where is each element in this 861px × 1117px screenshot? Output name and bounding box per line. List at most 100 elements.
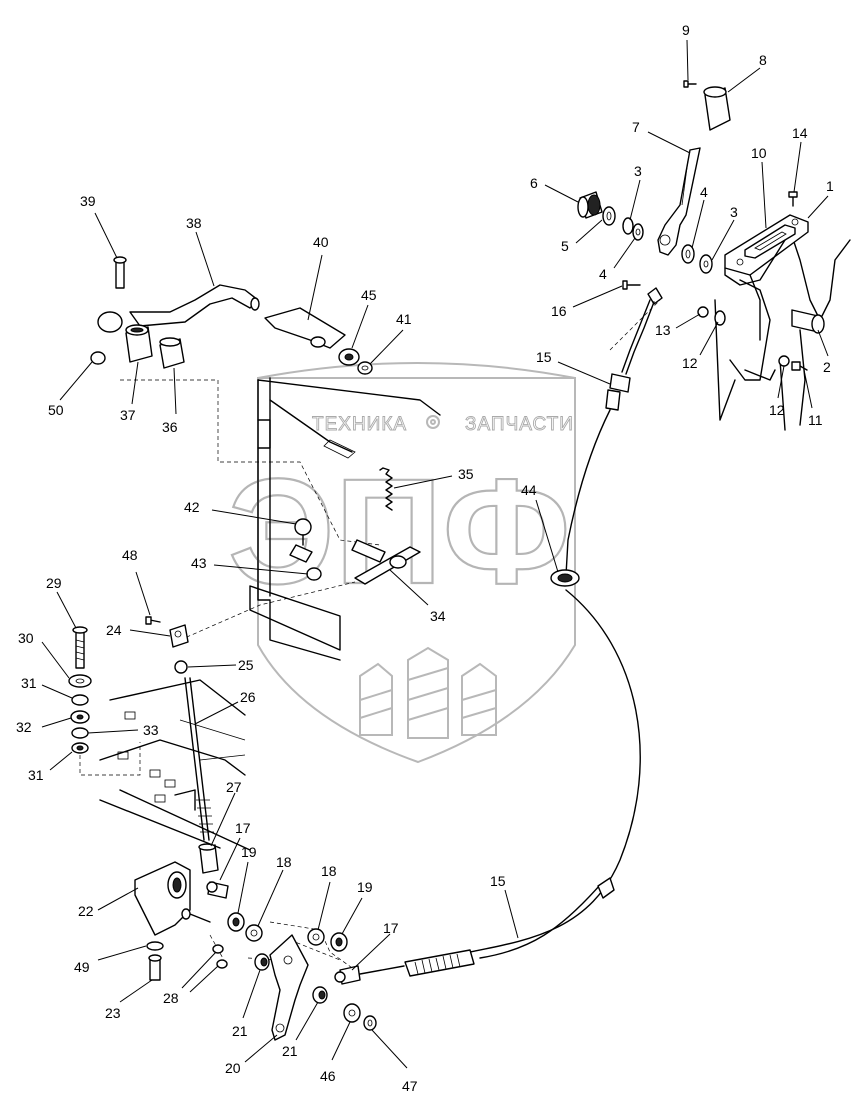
callout-23: 23	[105, 1005, 121, 1021]
callout-21a: 21	[232, 1023, 248, 1039]
leader-15b	[504, 889, 519, 939]
leader-27	[210, 792, 236, 847]
part-29-bolt	[72, 626, 88, 669]
callout-3a: 3	[634, 163, 642, 179]
part-19-nut-right	[330, 932, 348, 952]
callout-43: 43	[191, 555, 207, 571]
console-frame	[249, 377, 441, 661]
leader-49	[97, 945, 147, 961]
leader-31b	[49, 751, 73, 771]
part-12-washer-upper	[714, 310, 726, 326]
callout-41: 41	[396, 311, 412, 327]
callout-21b: 21	[282, 1043, 298, 1059]
leader-34	[389, 569, 429, 606]
callout-5: 5	[561, 238, 569, 254]
part-24-clevis	[169, 624, 189, 648]
part-7-shift-lever	[657, 147, 701, 256]
callout-12b: 12	[769, 402, 785, 418]
part-4-washer-right	[681, 244, 695, 264]
floor-plate	[99, 679, 251, 851]
part-25-nut	[174, 660, 188, 674]
callout-31a: 31	[21, 675, 37, 691]
callout-50: 50	[48, 402, 64, 418]
callout-28: 28	[163, 990, 179, 1006]
watermark-brand-right: ЗАПЧАСТИ	[465, 414, 574, 435]
leader-40	[307, 254, 323, 321]
callout-32: 32	[16, 719, 32, 735]
callout-17a: 17	[235, 820, 251, 836]
callout-25: 25	[238, 657, 254, 673]
callout-20: 20	[225, 1060, 241, 1076]
part-46-washer	[343, 1003, 361, 1023]
part-50-nut	[90, 351, 106, 365]
leader-48	[135, 571, 151, 616]
gear-icon	[426, 415, 440, 429]
callout-4a: 4	[599, 266, 607, 282]
part-39-bolt	[113, 256, 127, 289]
callout-37: 37	[120, 407, 136, 423]
part-38-lever-arm	[129, 284, 260, 327]
leader-47	[371, 1029, 408, 1069]
callout-30: 30	[18, 630, 34, 646]
part-33-nut	[71, 727, 89, 739]
part-37-bearing	[125, 324, 153, 363]
leader-44	[535, 499, 559, 573]
leader-30	[41, 641, 70, 679]
leader-25	[187, 664, 237, 668]
part-6-bush	[577, 191, 603, 219]
callout-49: 49	[74, 959, 90, 975]
part-15-cable-sheath	[469, 409, 641, 959]
callout-47: 47	[402, 1078, 418, 1094]
leader-50	[59, 361, 93, 401]
callout-8: 8	[759, 52, 767, 68]
leader-18a	[257, 869, 284, 927]
leader-20	[244, 1034, 278, 1063]
part-27-sleeve	[198, 843, 219, 874]
watermark-brand-left: ТЕХНИКА	[312, 414, 407, 435]
part-4-washer-left	[632, 223, 644, 241]
part-21-bush-right	[312, 986, 328, 1004]
leader-22	[97, 887, 139, 911]
part-15-cable-lower-end	[359, 949, 475, 977]
part-14-screw	[788, 191, 798, 207]
part-21-bush-left	[254, 953, 270, 971]
callout-42: 42	[184, 499, 200, 515]
leader-10	[761, 161, 767, 229]
callout-24: 24	[106, 622, 122, 638]
watermark: ЭПФ ТЕХНИКА ЗАПЧАСТИ	[227, 362, 576, 764]
leader-7	[647, 131, 691, 154]
callout-2: 2	[823, 359, 831, 375]
callout-19b: 19	[357, 879, 373, 895]
leader-15a	[557, 361, 611, 385]
leader-11	[803, 369, 813, 409]
part-30-washer	[68, 674, 92, 688]
part-32-nut	[70, 710, 90, 724]
leader-32	[41, 717, 72, 728]
callout-22: 22	[78, 903, 94, 919]
part-8-lever-knob	[703, 86, 731, 131]
leader-45	[351, 304, 369, 349]
part-19-nut-left	[227, 912, 245, 932]
part-31-washer-lower	[71, 742, 89, 754]
leader-38	[195, 231, 215, 287]
callout-15a: 15	[536, 349, 552, 365]
callout-15b: 15	[490, 873, 506, 889]
leader-2	[817, 329, 829, 357]
leader-46	[331, 1021, 351, 1061]
leader-16	[572, 285, 623, 308]
part-45-washer	[338, 348, 360, 366]
leader-3b	[711, 219, 735, 261]
callout-19a: 19	[241, 844, 257, 860]
part-22-pivot-bracket	[134, 861, 211, 936]
callout-46: 46	[320, 1068, 336, 1084]
callout-10: 10	[751, 145, 767, 161]
part-23-bolt	[148, 954, 162, 981]
part-34-bracket-plate	[351, 539, 421, 585]
part-48-pin	[145, 616, 161, 625]
part-10-gate-insert	[744, 224, 796, 259]
leader-14	[793, 141, 802, 193]
callout-48: 48	[122, 547, 138, 563]
part-31-washer-upper	[71, 694, 89, 706]
part-43-nut	[306, 567, 322, 581]
